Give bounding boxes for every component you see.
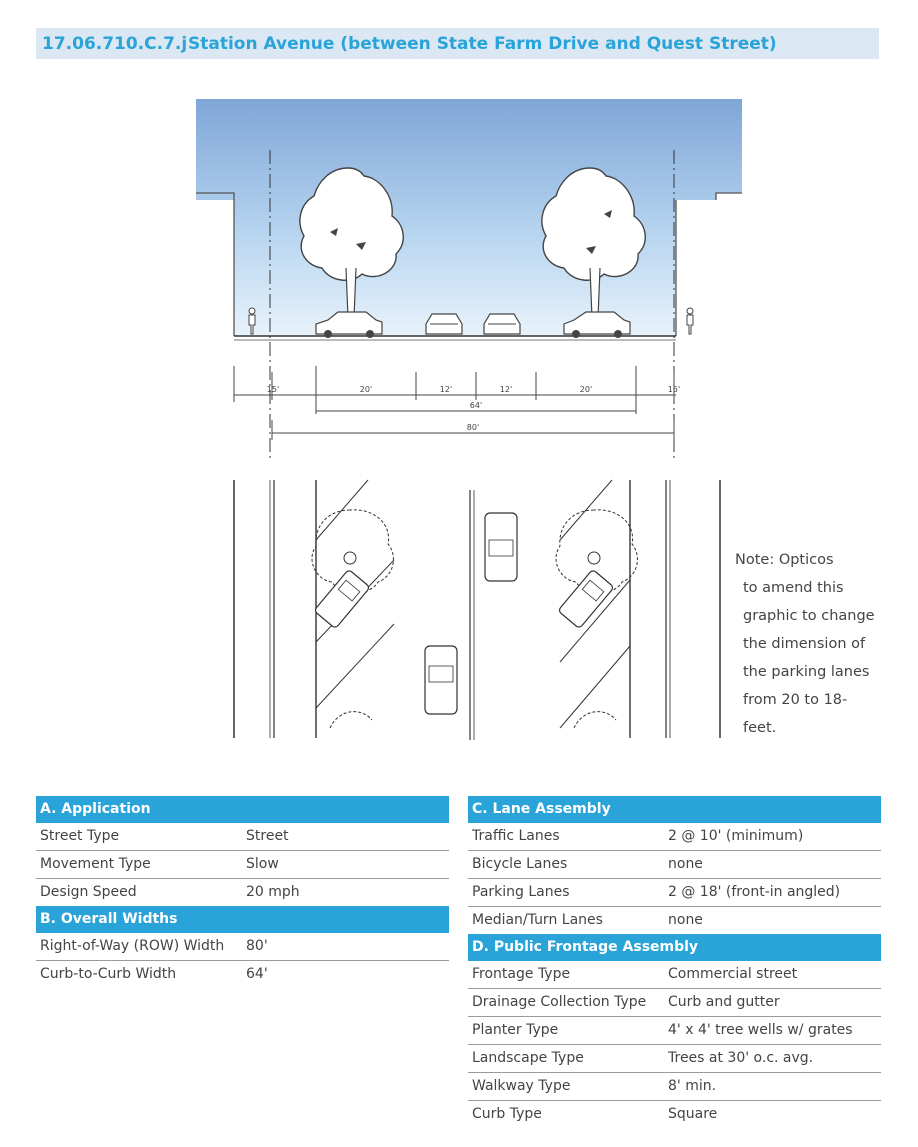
car-front-icon — [483, 313, 521, 335]
row-label: Median/Turn Lanes — [472, 912, 603, 928]
dim-label: 15' — [267, 385, 279, 394]
section-code: 17.06.710.C.7.j — [42, 34, 188, 54]
page-title-bar: 17.06.710.C.7.j Station Avenue (between … — [36, 28, 879, 59]
dimension-lines — [233, 366, 676, 440]
table-row: Planter Type 4' x 4' tree wells w/ grate… — [468, 1017, 881, 1045]
row-label: Drainage Collection Type — [472, 994, 647, 1010]
section-heading-public-frontage: D. Public Frontage Assembly — [468, 934, 881, 961]
car-top-icon — [558, 570, 614, 628]
table-row: Drainage Collection Type Curb and gutter — [468, 989, 881, 1017]
row-label: Walkway Type — [472, 1078, 571, 1094]
note-line: the parking lanes — [743, 664, 870, 680]
table-row: Bicycle Lanes none — [468, 851, 881, 879]
car-top-icon — [424, 645, 458, 715]
table-row: Movement Type Slow — [36, 851, 449, 879]
section-heading-application: A. Application — [36, 796, 449, 823]
row-value: none — [668, 912, 703, 928]
pedestrian-icon — [248, 307, 256, 335]
row-label: Curb-to-Curb Width — [40, 966, 177, 982]
table-row: Walkway Type 8' min. — [468, 1073, 881, 1101]
row-label: Right-of-Way (ROW) Width — [40, 938, 225, 954]
note-line: Note: Opticos — [735, 552, 834, 568]
car-side-icon — [315, 311, 383, 338]
row-value: Slow — [246, 856, 279, 872]
row-value: Curb and gutter — [668, 994, 780, 1010]
car-side-icon — [563, 311, 631, 338]
car-top-icon — [314, 570, 370, 628]
revision-note: Note: Opticos to amend this graphic to c… — [735, 546, 875, 742]
row-label: Street Type — [40, 828, 120, 844]
table-row: Design Speed 20 mph — [36, 879, 449, 906]
curb-to-curb-dim-label: 64' — [470, 401, 482, 410]
row-label: Movement Type — [40, 856, 151, 872]
row-value: 20 mph — [246, 884, 300, 900]
page-title: Station Avenue (between State Farm Drive… — [188, 34, 777, 54]
row-value: 8' min. — [668, 1078, 717, 1094]
dim-label: 12' — [440, 385, 452, 394]
sky-background — [196, 99, 742, 336]
row-value: none — [668, 856, 703, 872]
note-line: the dimension of — [743, 636, 866, 652]
row-value: 4' x 4' tree wells w/ grates — [668, 1022, 853, 1038]
dim-label: 20' — [360, 385, 372, 394]
section-heading-overall-widths: B. Overall Widths — [36, 906, 449, 933]
section-elevation — [196, 99, 742, 460]
note-line: from 20 to 18- — [743, 692, 848, 708]
row-label: Traffic Lanes — [472, 828, 560, 844]
table-row: Curb-to-Curb Width 64' — [36, 961, 449, 988]
standards-table-left: A. Application Street Type Street Moveme… — [36, 796, 449, 988]
row-label: Curb Type — [472, 1106, 542, 1122]
note-line: to amend this — [743, 580, 844, 596]
row-dim-label: 80' — [467, 423, 479, 432]
row-value: Street — [246, 828, 289, 844]
table-row: Street Type Street — [36, 823, 449, 851]
tree-icon — [299, 167, 404, 319]
note-line: feet. — [743, 720, 777, 736]
standards-table-right: C. Lane Assembly Traffic Lanes 2 @ 10' (… — [468, 796, 881, 1128]
table-row: Frontage Type Commercial street — [468, 961, 881, 989]
table-row: Parking Lanes 2 @ 18' (front-in angled) — [468, 879, 881, 907]
car-front-icon — [425, 313, 463, 335]
table-row: Traffic Lanes 2 @ 10' (minimum) — [468, 823, 881, 851]
row-value: Commercial street — [668, 966, 798, 982]
row-value: 80' — [246, 938, 268, 954]
section-heading-lane-assembly: C. Lane Assembly — [468, 796, 881, 823]
dim-label: 15' — [668, 385, 680, 394]
tree-icon — [541, 167, 646, 319]
car-top-icon — [484, 512, 518, 582]
row-value: Square — [668, 1106, 718, 1122]
row-value: 2 @ 10' (minimum) — [668, 828, 804, 844]
row-label: Bicycle Lanes — [472, 856, 568, 872]
row-value: Trees at 30' o.c. avg. — [668, 1050, 814, 1066]
row-label: Design Speed — [40, 884, 137, 900]
row-label: Landscape Type — [472, 1050, 584, 1066]
row-label: Parking Lanes — [472, 884, 570, 900]
table-row: Curb Type Square — [468, 1101, 881, 1128]
street-section-drawing: 15' 20' 12' 12' 20' 15' 64' 80' — [196, 99, 742, 740]
row-value: 2 @ 18' (front-in angled) — [668, 884, 841, 900]
row-label: Frontage Type — [472, 966, 571, 982]
pedestrian-icon — [686, 307, 694, 335]
dim-label: 12' — [500, 385, 512, 394]
plan-view — [233, 479, 721, 740]
dim-label: 20' — [580, 385, 592, 394]
row-label: Planter Type — [472, 1022, 559, 1038]
table-row: Median/Turn Lanes none — [468, 907, 881, 934]
row-value: 64' — [246, 966, 268, 982]
table-row: Landscape Type Trees at 30' o.c. avg. — [468, 1045, 881, 1073]
note-line: graphic to change — [743, 608, 875, 624]
table-row: Right-of-Way (ROW) Width 80' — [36, 933, 449, 961]
